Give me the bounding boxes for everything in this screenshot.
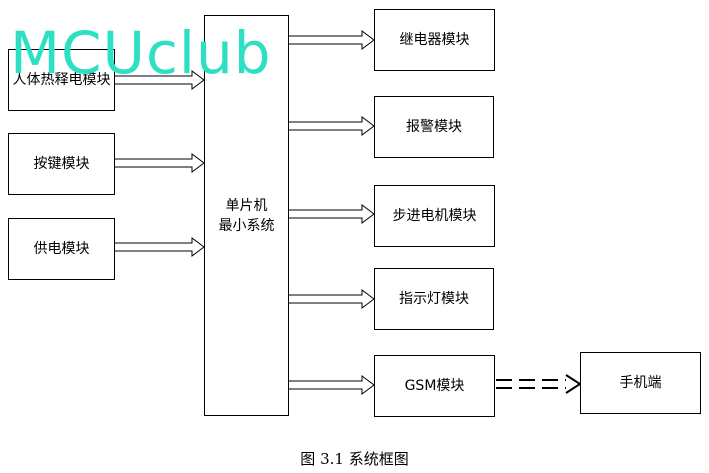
arrow-output-5 <box>287 375 375 395</box>
arrow-input-3 <box>113 237 205 257</box>
output-label-alarm: 报警模块 <box>406 119 462 135</box>
output-label-stepper: 步进电机模块 <box>392 208 477 224</box>
figure-caption: 图 3.1 系统框图 <box>300 450 409 468</box>
arrow-output-3 <box>287 204 375 224</box>
input-box-pyroelectric: 人体热释电模块 <box>8 49 115 111</box>
output-box-stepper: 步进电机模块 <box>374 185 495 247</box>
input-box-power: 供电模块 <box>8 218 115 280</box>
output-box-relay: 继电器模块 <box>374 9 495 71</box>
arrow-output-4 <box>287 289 375 309</box>
watermark-logo: MCUclub <box>10 19 272 87</box>
input-label-power: 供电模块 <box>33 241 90 257</box>
arrow-input-1 <box>113 70 205 90</box>
output-box-gsm: GSM模块 <box>374 355 495 417</box>
output-label-indicator: 指示灯模块 <box>399 291 469 307</box>
input-box-keys: 按键模块 <box>8 133 115 195</box>
arrow-input-2 <box>113 153 205 173</box>
output-box-indicator: 指示灯模块 <box>374 268 494 330</box>
dashed-arrow-gsm-phone <box>496 374 582 394</box>
phone-box: 手机端 <box>580 352 701 414</box>
output-box-alarm: 报警模块 <box>374 96 494 158</box>
mcu-label-line2: 最小系统 <box>218 217 275 234</box>
mcu-box: 单片机 最小系统 <box>204 15 289 416</box>
arrow-output-2 <box>287 116 375 136</box>
output-label-gsm: GSM模块 <box>404 378 465 394</box>
mcu-label-line1: 单片机 <box>225 197 268 214</box>
phone-label: 手机端 <box>619 375 662 391</box>
input-label-keys: 按键模块 <box>33 156 90 172</box>
input-label-pyroelectric: 人体热释电模块 <box>12 72 111 88</box>
output-label-relay: 继电器模块 <box>399 32 470 48</box>
arrow-output-1 <box>287 30 375 50</box>
